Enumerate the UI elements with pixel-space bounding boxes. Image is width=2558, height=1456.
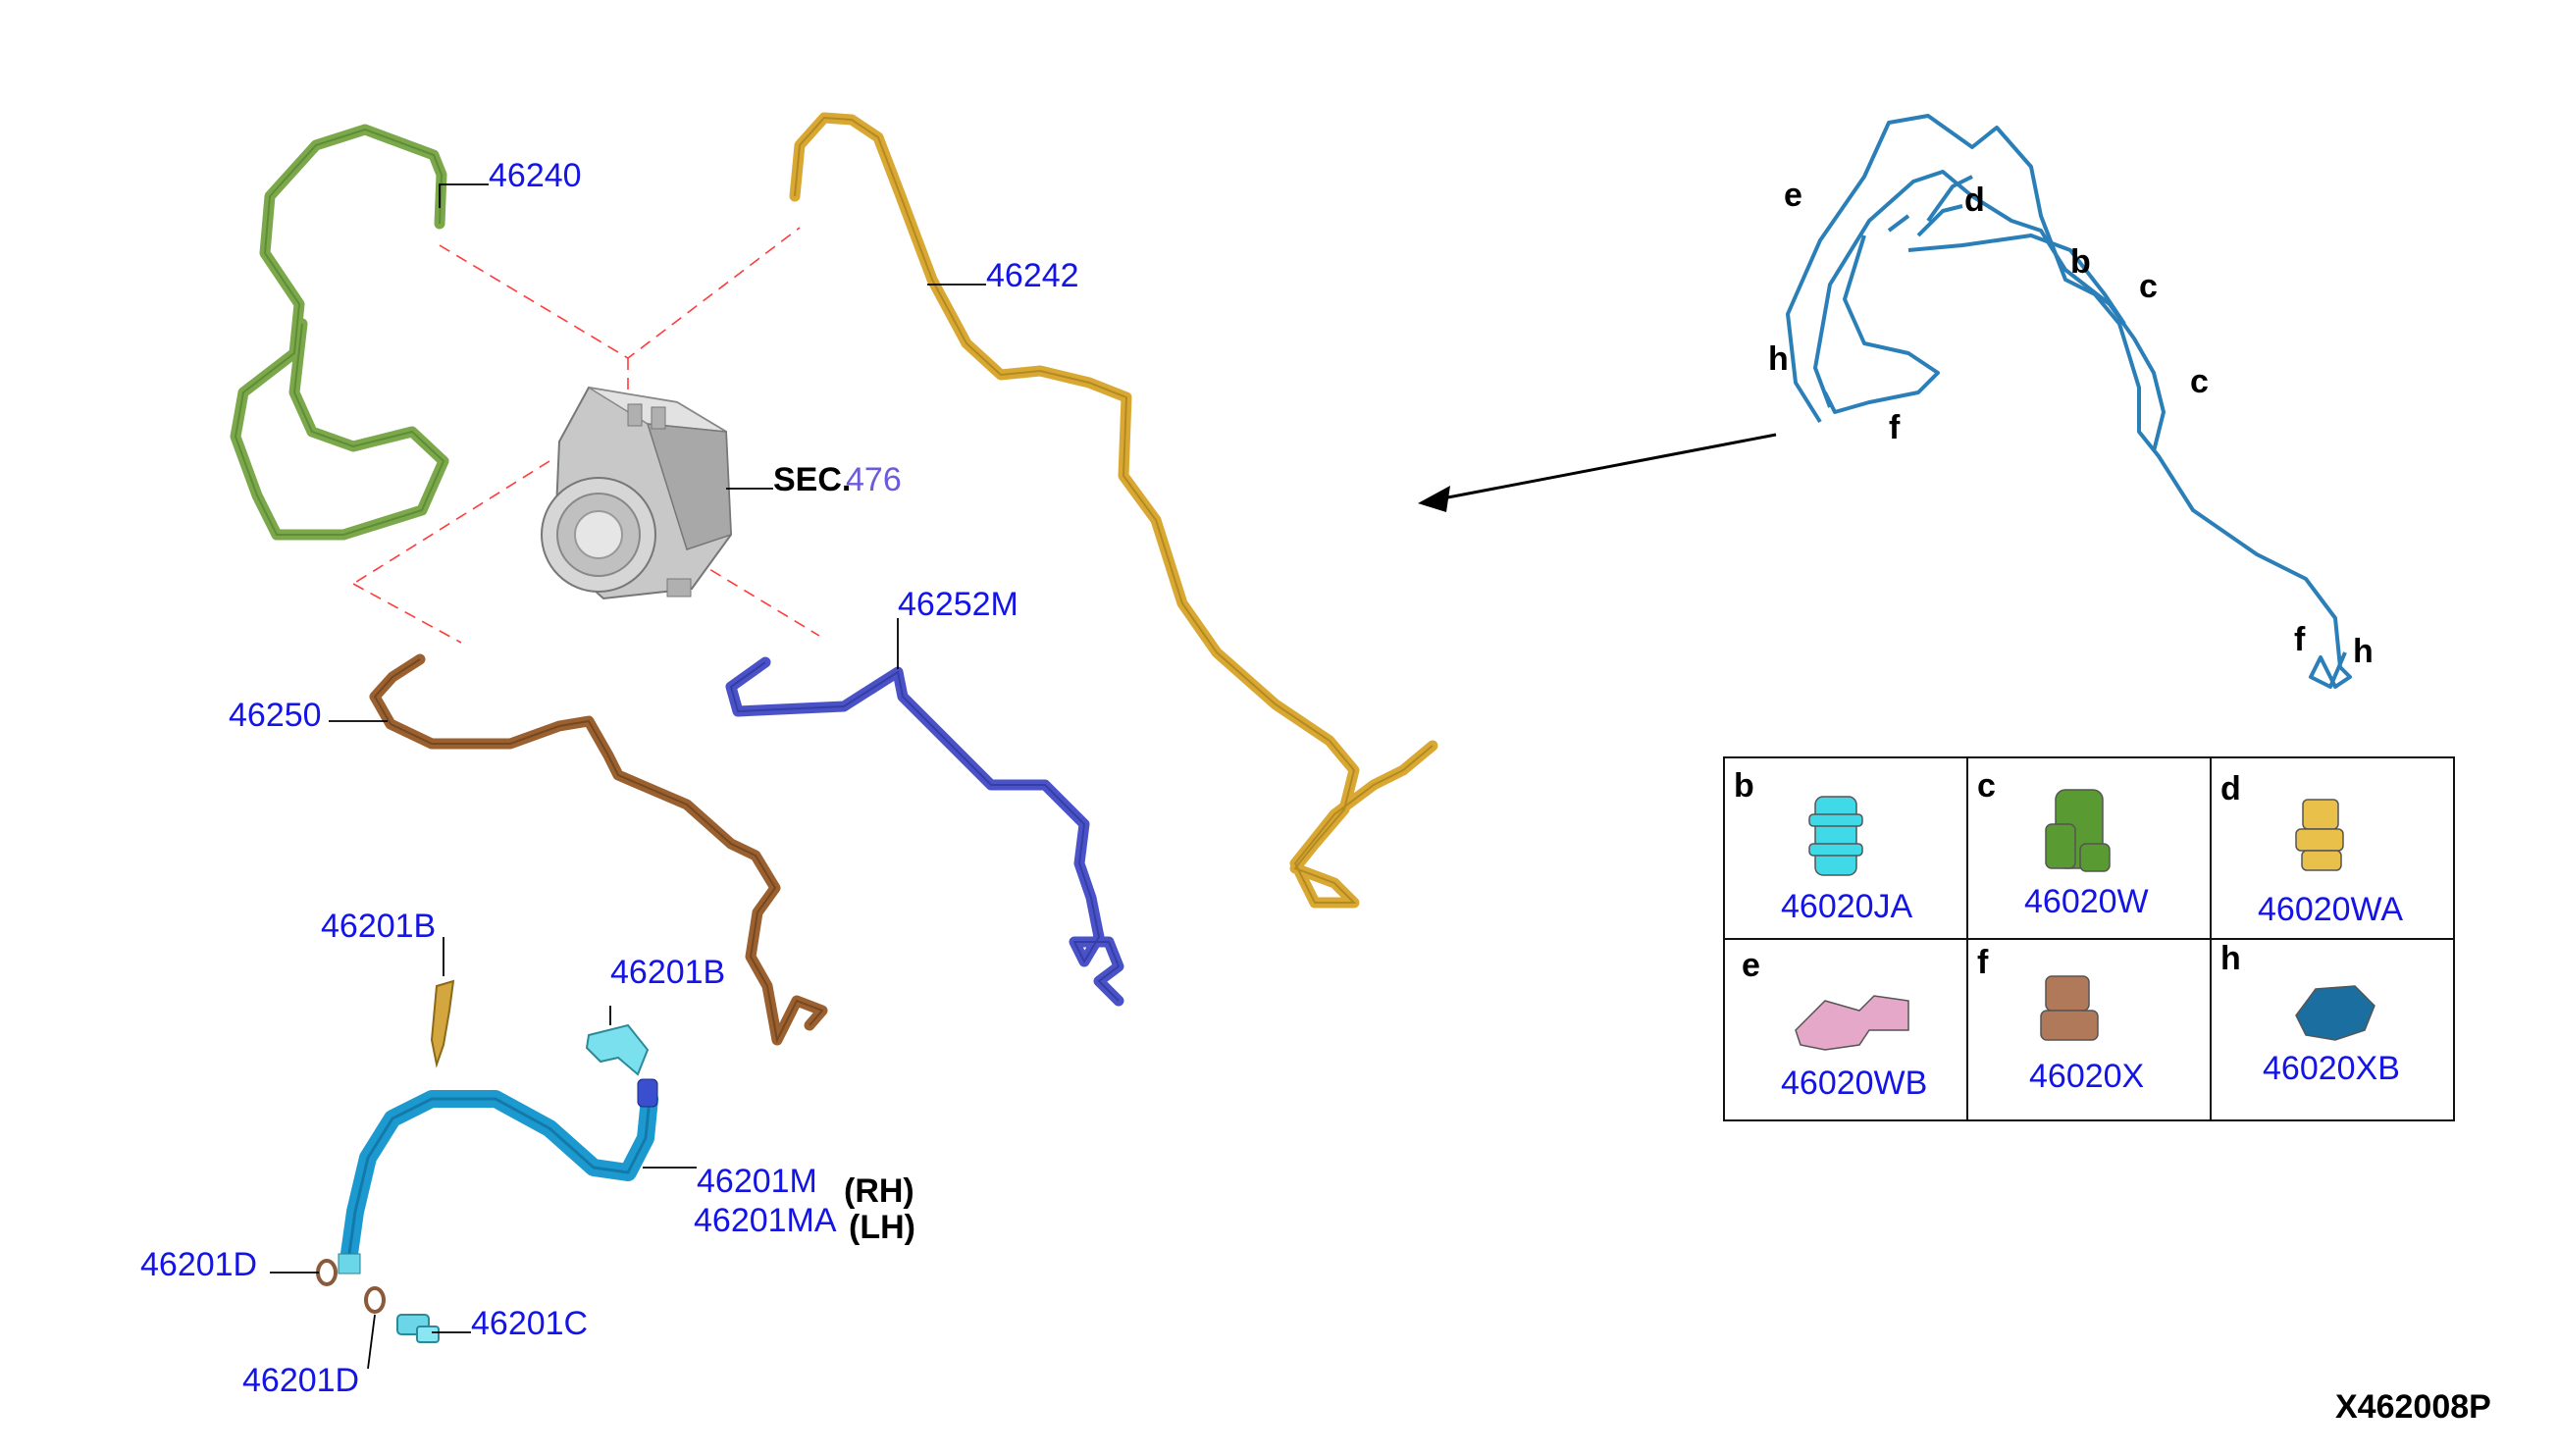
clip-d-icon <box>2295 799 2344 871</box>
label-46201D-lower: 46201D <box>242 1362 359 1399</box>
clip-part-e: 46020WB <box>1781 1065 1927 1102</box>
clip-part-d: 46020WA <box>2258 891 2403 928</box>
label-46201C: 46201C <box>471 1305 588 1342</box>
clip-e-icon <box>1795 995 1909 1051</box>
brake-line-46240[interactable] <box>230 124 449 541</box>
clip-part-b: 46020JA <box>1781 888 1913 925</box>
label-lh: (LH) <box>849 1209 915 1246</box>
label-46201D-upper: 46201D <box>140 1246 257 1283</box>
label-46201B-left: 46201B <box>321 908 436 945</box>
clip-part-f: 46020X <box>2029 1058 2144 1095</box>
bracket-46201B-left[interactable] <box>430 979 455 1068</box>
diagram-code: X462008P <box>2335 1388 2491 1426</box>
part-labels: 46240 46242 SEC. 476 46252M 46250 46201B… <box>140 157 1079 1399</box>
washer-46201D-lower[interactable] <box>364 1286 386 1314</box>
clip-letter-e: e <box>1742 947 1760 984</box>
leader-lines <box>270 183 986 1370</box>
clip-cell-d[interactable]: d 46020WA <box>2220 770 2403 928</box>
label-46250: 46250 <box>229 697 322 734</box>
label-46201M: 46201M <box>697 1163 817 1200</box>
route-letter-b: b <box>2070 243 2091 281</box>
label-sec-number: 476 <box>846 461 902 498</box>
clip-h-icon <box>2295 985 2375 1041</box>
route-letter-c-lower: c <box>2190 363 2209 400</box>
clip-letter-d: d <box>2220 770 2241 807</box>
route-letter-e: e <box>1784 177 1802 214</box>
clip-letter-h: h <box>2220 940 2241 977</box>
bracket-46201B-right[interactable] <box>585 1023 650 1076</box>
brake-hose-46201M[interactable] <box>338 1078 658 1274</box>
route-letter-h-lower: h <box>2353 633 2374 670</box>
brake-line-46242[interactable] <box>789 112 1438 909</box>
label-46242: 46242 <box>986 257 1079 294</box>
brake-line-46252M[interactable] <box>725 656 1124 1007</box>
clip-cell-f[interactable]: f 46020X <box>1977 944 2144 1095</box>
clip-cell-c[interactable]: c 46020W <box>1977 767 2149 920</box>
label-sec-prefix: SEC. <box>773 461 851 498</box>
label-46201MA: 46201MA <box>694 1202 837 1239</box>
clip-cell-h[interactable]: h 46020XB <box>2220 940 2400 1087</box>
route-letter-c-upper: c <box>2139 268 2158 305</box>
clip-c-icon <box>2045 789 2111 872</box>
clip-letter-c: c <box>1977 767 1996 805</box>
clip-letter-b: b <box>1734 767 1754 805</box>
clip-cell-e[interactable]: e 46020WB <box>1742 947 1927 1102</box>
label-46240: 46240 <box>489 157 582 194</box>
clip-part-h: 46020XB <box>2263 1050 2400 1087</box>
route-letter-h-upper: h <box>1768 340 1789 378</box>
union-bolt-46201C[interactable] <box>396 1314 440 1343</box>
clip-letter-f: f <box>1977 944 1989 981</box>
clip-part-c: 46020W <box>2024 883 2149 920</box>
clip-cell-b[interactable]: b 46020JA <box>1734 767 1913 925</box>
route-letters: e d b c c h f f h <box>1768 177 2374 670</box>
clip-f-icon <box>2040 975 2099 1041</box>
route-letter-f-lower: f <box>2294 621 2306 658</box>
pointer-arrow <box>1418 433 1777 512</box>
route-letter-f-upper: f <box>1889 409 1901 446</box>
clip-table: b 46020JA c 46020W d <box>1723 756 2455 1121</box>
brake-line-46250[interactable] <box>369 653 828 1046</box>
washer-46201D-upper[interactable] <box>316 1259 338 1286</box>
label-46201B-right: 46201B <box>610 954 725 991</box>
route-letter-d: d <box>1964 182 1985 219</box>
abs-actuator-unit[interactable] <box>541 386 733 600</box>
clip-b-icon <box>1808 796 1863 876</box>
brake-route-overview[interactable] <box>1786 114 2352 689</box>
label-rh: (RH) <box>844 1172 914 1210</box>
label-46252M: 46252M <box>898 586 1018 623</box>
